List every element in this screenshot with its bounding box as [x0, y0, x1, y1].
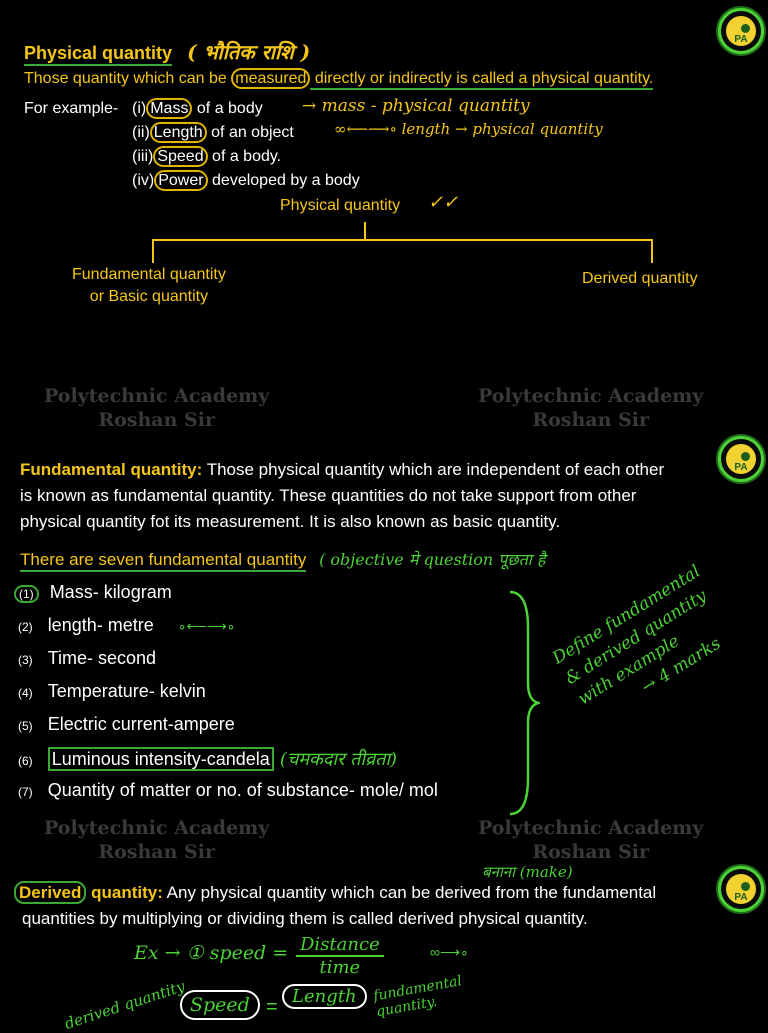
- example-2: (ii)Length of an object: [132, 122, 294, 143]
- example-3: (iii)Speed of a body.: [132, 146, 282, 167]
- example-1: (i)Mass of a body: [132, 98, 263, 119]
- example-label: For example-: [24, 100, 119, 117]
- tree-right-stem: [651, 239, 653, 263]
- seven-heading: There are seven fundamental quantity ( o…: [20, 548, 545, 572]
- fundamental-list: (1) Mass- kilogram (2) length- metre∘⟵⟶∘…: [14, 582, 438, 813]
- derived-bottom-label: derived quantity: [62, 977, 188, 1033]
- length-circle: Length: [282, 984, 367, 1009]
- list-item: (5) Electric current-ampere: [18, 714, 235, 734]
- example-formula: Ex → ① speed =: [134, 942, 289, 964]
- tree-bar: [152, 239, 652, 241]
- fraction: Distance time: [296, 934, 384, 978]
- academy-logo-icon: PA: [718, 8, 764, 54]
- derived-hindi-note: बनाना (make): [482, 863, 573, 881]
- tree-left-stem: [152, 239, 154, 263]
- title-hindi: ( भौतिक राशि ): [187, 40, 311, 64]
- side-note: Define fundamental & derived quantity wi…: [549, 561, 725, 710]
- list-item: (2) length- metre∘⟵⟶∘: [18, 615, 236, 635]
- academy-logo-icon: PA: [718, 436, 764, 482]
- academy-logo-icon: PA: [718, 866, 764, 912]
- list-item: (6) Luminous intensity-candela(चमकदार ती…: [18, 747, 398, 771]
- page-title: Physical quantity ( भौतिक राशि ): [24, 38, 311, 66]
- tree-right: Derived quantity: [582, 270, 698, 287]
- list-item: (3) Time- second: [18, 648, 157, 668]
- brace-icon: [509, 590, 540, 816]
- list-item: (7) Quantity of matter or no. of substan…: [18, 780, 438, 800]
- list-item: (1) Mass- kilogram: [14, 582, 438, 615]
- speed-circle: Speed: [180, 990, 260, 1020]
- tree-root: Physical quantity: [280, 197, 401, 214]
- tick-icon: ✓✓: [428, 192, 459, 213]
- list-item: (4) Temperature- kelvin: [18, 681, 206, 701]
- derived-para: Derived quantity: Any physical quantity …: [14, 880, 656, 932]
- fundamental-para: Fundamental quantity: Those physical qua…: [20, 460, 665, 531]
- arrow-icon: ∞⟶∘: [430, 944, 469, 960]
- title-text: Physical quantity: [24, 43, 173, 66]
- example-4: (iv)Power developed by a body: [132, 170, 360, 191]
- note-mass: → mass - physical quantity: [302, 96, 530, 116]
- note-length: ∞⟵⟶∘ length → physical quantity: [334, 120, 603, 138]
- fundamental-note: fundamental quantity.: [372, 973, 464, 1021]
- equals: =: [266, 996, 278, 1018]
- definition: Those quantity which can be measured dir…: [24, 68, 654, 90]
- tree-left: Fundamental quantity or Basic quantity: [72, 266, 226, 305]
- tree-stem: [364, 222, 366, 240]
